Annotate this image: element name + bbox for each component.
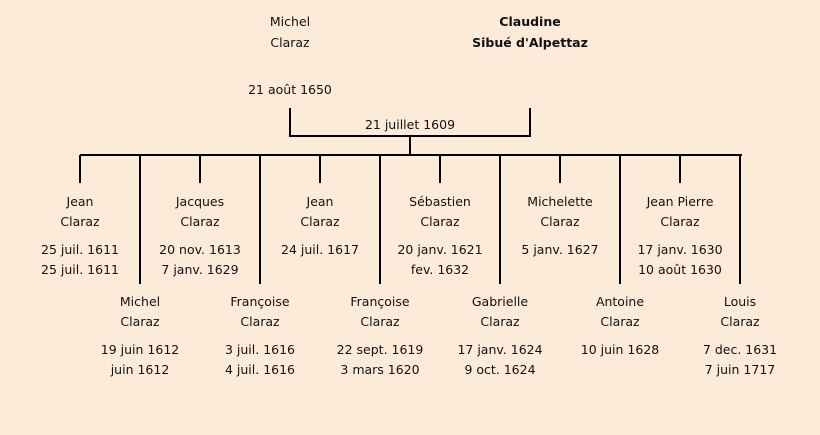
child-date: 9 oct. 1624 [464, 362, 536, 377]
child-date: 7 janv. 1629 [161, 262, 239, 277]
child-connector [619, 155, 621, 284]
child-date: 7 dec. 1631 [702, 342, 778, 357]
descent-line [409, 136, 411, 156]
child-date: 20 janv. 1621 [397, 242, 483, 257]
father-death-date: 21 août 1650 [248, 82, 332, 97]
child-last-name: Claraz [600, 314, 640, 329]
child-date: 17 janv. 1624 [457, 342, 543, 357]
child-first-name: Sébastien [409, 194, 471, 209]
child-date: 3 juil. 1616 [224, 342, 296, 357]
child-connector [559, 155, 561, 183]
child-last-name: Claraz [720, 314, 760, 329]
child-first-name: Jean Pierre [646, 194, 714, 209]
child-date: 17 janv. 1630 [637, 242, 723, 257]
child-date: fev. 1632 [410, 262, 470, 277]
child-date: 7 juin 1717 [704, 362, 776, 377]
child-first-name: Jean [306, 194, 334, 209]
child-date: 25 juil. 1611 [41, 262, 119, 277]
child-date: 4 juil. 1616 [224, 362, 296, 377]
child-first-name: Gabrielle [471, 294, 529, 309]
father-last-name: Claraz [270, 35, 310, 50]
child-connector [319, 155, 321, 183]
mother-first-name: Claudine [499, 14, 561, 29]
child-connector [79, 155, 81, 183]
child-date: 20 nov. 1613 [159, 242, 241, 257]
child-first-name: Jacques [175, 194, 225, 209]
mother-connector [529, 108, 531, 137]
child-last-name: Claraz [360, 314, 400, 329]
child-date: 10 juin 1628 [580, 342, 660, 357]
child-last-name: Claraz [420, 214, 460, 229]
child-connector [199, 155, 201, 183]
child-connector [379, 155, 381, 284]
child-last-name: Claraz [540, 214, 580, 229]
child-connector [139, 155, 141, 284]
child-date: 10 août 1630 [638, 262, 722, 277]
child-connector [679, 155, 681, 183]
child-first-name: Françoise [350, 294, 410, 309]
child-date: 3 mars 1620 [340, 362, 420, 377]
child-connector [499, 155, 501, 284]
child-first-name: Michelette [527, 194, 593, 209]
child-date: 24 juil. 1617 [281, 242, 359, 257]
child-first-name: Françoise [230, 294, 290, 309]
child-connector [439, 155, 441, 183]
siblings-line [80, 154, 742, 156]
child-last-name: Claraz [60, 214, 100, 229]
child-last-name: Claraz [240, 314, 280, 329]
child-last-name: Claraz [480, 314, 520, 329]
child-date: juin 1612 [110, 362, 170, 377]
child-last-name: Claraz [660, 214, 700, 229]
father-first-name: Michel [269, 14, 311, 29]
child-date: 22 sept. 1619 [336, 342, 424, 357]
child-last-name: Claraz [180, 214, 220, 229]
child-date: 5 janv. 1627 [521, 242, 599, 257]
child-last-name: Claraz [120, 314, 160, 329]
child-connector [739, 155, 741, 284]
marriage-date: 21 juillet 1609 [364, 117, 456, 132]
child-date: 25 juil. 1611 [41, 242, 119, 257]
child-last-name: Claraz [300, 214, 340, 229]
mother-last-name: Sibué d'Alpettaz [472, 35, 588, 50]
child-date: 19 juin 1612 [100, 342, 180, 357]
child-first-name: Jean [66, 194, 94, 209]
child-connector [259, 155, 261, 284]
child-first-name: Antoine [595, 294, 645, 309]
father-connector [289, 108, 291, 137]
child-first-name: Louis [723, 294, 757, 309]
child-first-name: Michel [119, 294, 161, 309]
